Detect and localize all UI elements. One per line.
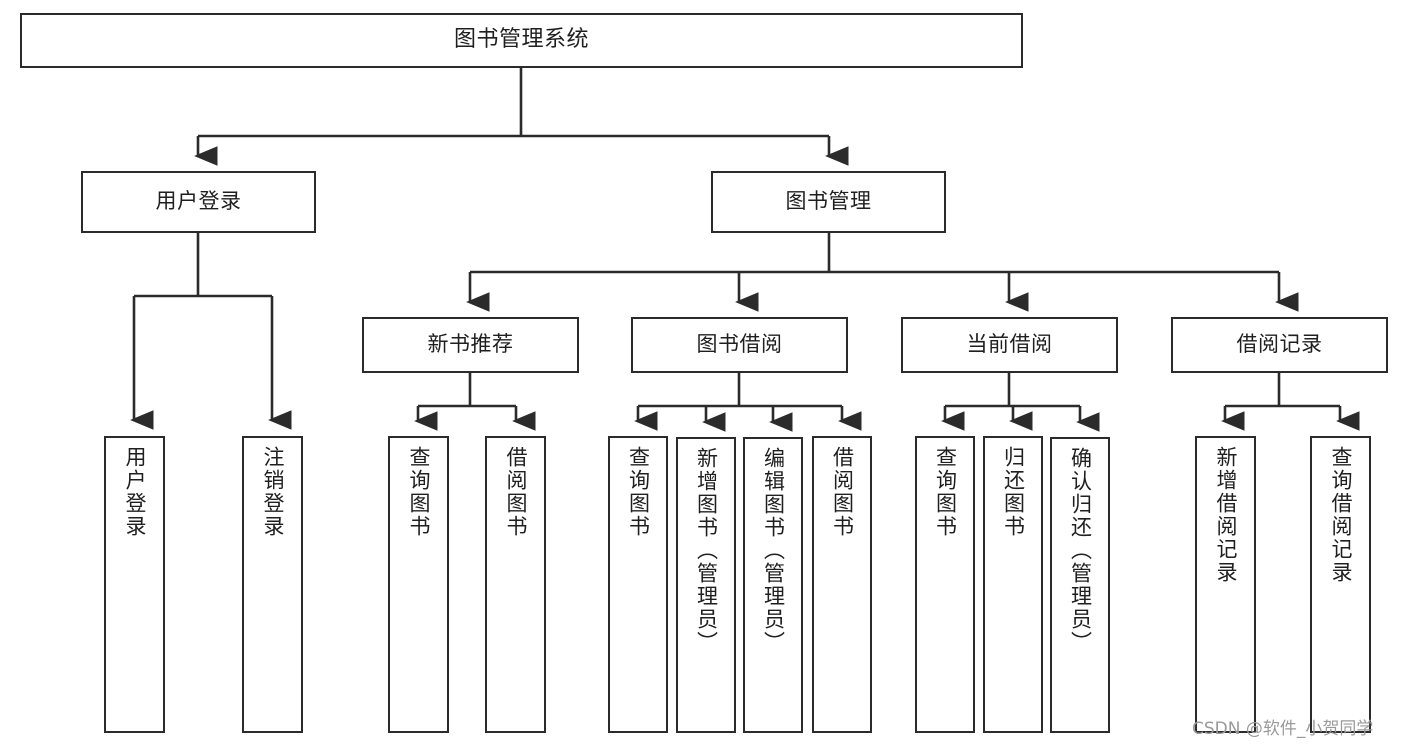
leaf-user-login[interactable]: 用户登录 (104, 436, 165, 733)
leaf-logout[interactable]: 注销登录 (242, 436, 303, 733)
leaf-user-login-label: 用户登录 (123, 446, 147, 538)
leaf-edit-book[interactable]: 编辑图书（管理员） (743, 437, 803, 733)
leaf-query-book-3-label: 查询图书 (933, 446, 958, 538)
node-current-borrow[interactable]: 当前借阅 (901, 317, 1118, 373)
leaf-add-book[interactable]: 新增图书（管理员） (676, 437, 736, 733)
csdn-watermark: CSDN @软件_小贺同学 (1192, 719, 1374, 739)
leaf-query-record-label: 查询借阅记录 (1329, 446, 1353, 584)
node-borrow-record[interactable]: 借阅记录 (1171, 317, 1388, 373)
leaf-query-book-2[interactable]: 查询图书 (608, 436, 668, 733)
leaf-query-book-2-label: 查询图书 (626, 446, 651, 538)
leaf-query-book-1[interactable]: 查询图书 (388, 436, 449, 733)
node-book-manage[interactable]: 图书管理 (711, 171, 946, 233)
leaf-query-book-3[interactable]: 查询图书 (915, 436, 975, 733)
node-new-book-rec-label: 新书推荐 (427, 332, 514, 357)
node-user-login[interactable]: 用户登录 (81, 171, 316, 233)
leaf-edit-book-label: 编辑图书（管理员） (761, 447, 786, 654)
node-book-borrow-label: 图书借阅 (696, 332, 783, 357)
leaf-query-book-1-label: 查询图书 (407, 446, 431, 538)
node-new-book-rec[interactable]: 新书推荐 (362, 317, 579, 373)
leaf-confirm-return-label: 确认归还（管理员） (1068, 447, 1093, 654)
leaf-add-record[interactable]: 新增借阅记录 (1195, 436, 1256, 733)
leaf-borrow-book-2-label: 借阅图书 (830, 446, 855, 538)
leaf-return-book[interactable]: 归还图书 (983, 436, 1043, 733)
node-borrow-record-label: 借阅记录 (1236, 332, 1323, 357)
node-current-borrow-label: 当前借阅 (966, 332, 1053, 357)
leaf-return-book-label: 归还图书 (1001, 446, 1026, 538)
leaf-borrow-book-2[interactable]: 借阅图书 (812, 436, 872, 733)
leaf-add-record-label: 新增借阅记录 (1214, 446, 1238, 584)
leaf-borrow-book-1[interactable]: 借阅图书 (485, 436, 546, 733)
leaf-query-record[interactable]: 查询借阅记录 (1310, 436, 1371, 733)
leaf-logout-label: 注销登录 (261, 446, 285, 538)
leaf-confirm-return[interactable]: 确认归还（管理员） (1050, 437, 1110, 733)
node-book-manage-label: 图书管理 (785, 189, 872, 214)
leaf-add-book-label: 新增图书（管理员） (694, 447, 719, 654)
leaf-borrow-book-1-label: 借阅图书 (504, 446, 528, 538)
node-book-borrow[interactable]: 图书借阅 (631, 317, 848, 373)
node-user-login-label: 用户登录 (155, 189, 242, 214)
node-root-label: 图书管理系统 (453, 27, 589, 53)
node-root[interactable]: 图书管理系统 (20, 13, 1023, 68)
